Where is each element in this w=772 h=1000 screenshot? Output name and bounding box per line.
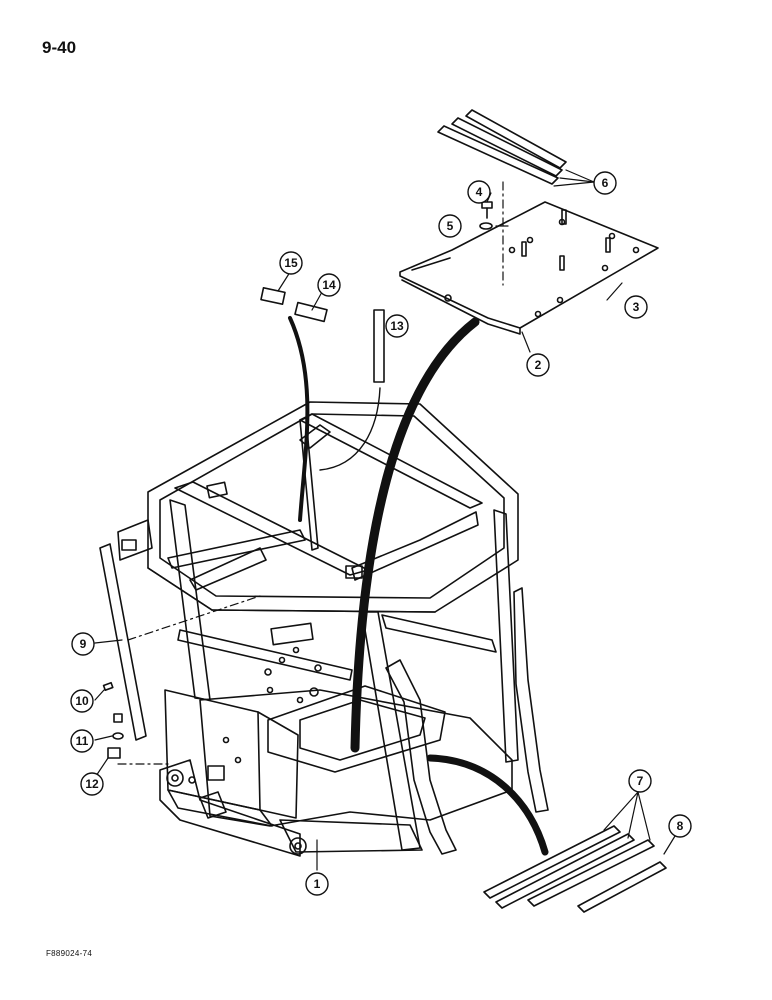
callout-15: 15 bbox=[279, 251, 303, 275]
svg-text:7: 7 bbox=[637, 774, 644, 788]
cab-frame bbox=[117, 401, 549, 857]
page-number: 9-40 bbox=[42, 38, 77, 57]
strips-item-7-8 bbox=[483, 825, 667, 913]
hardware bbox=[102, 201, 493, 759]
svg-text:13: 13 bbox=[390, 319, 404, 333]
callout-14: 14 bbox=[317, 273, 341, 297]
callout-5: 5 bbox=[438, 214, 462, 238]
svg-text:11: 11 bbox=[76, 734, 89, 748]
side-trim-item-9 bbox=[99, 543, 147, 741]
svg-text:15: 15 bbox=[284, 256, 298, 270]
decal-item-15 bbox=[260, 287, 286, 305]
svg-text:1: 1 bbox=[314, 877, 321, 891]
svg-text:8: 8 bbox=[677, 819, 684, 833]
callout-1: 1 bbox=[305, 872, 329, 896]
svg-text:12: 12 bbox=[85, 777, 99, 791]
callout-10: 10 bbox=[70, 689, 94, 713]
callout-2: 2 bbox=[526, 353, 550, 377]
svg-text:5: 5 bbox=[447, 219, 454, 233]
callout-11: 11 bbox=[70, 729, 94, 753]
svg-text:9: 9 bbox=[80, 637, 87, 651]
floor-plate bbox=[399, 201, 659, 335]
svg-text:3: 3 bbox=[633, 300, 640, 314]
leader-bands bbox=[288, 316, 549, 856]
callouts: 1 2 3 4 5 6 7 8 9 10 11 12 13 14 15 bbox=[70, 171, 692, 896]
figure-id: F889024-74 bbox=[46, 949, 93, 958]
callout-13: 13 bbox=[385, 314, 409, 338]
svg-text:14: 14 bbox=[322, 278, 336, 292]
svg-text:4: 4 bbox=[476, 185, 483, 199]
callout-12: 12 bbox=[80, 772, 104, 796]
strips-item-6 bbox=[437, 109, 567, 185]
callout-6: 6 bbox=[593, 171, 617, 195]
callout-9: 9 bbox=[71, 632, 95, 656]
svg-text:2: 2 bbox=[535, 358, 542, 372]
svg-text:6: 6 bbox=[602, 176, 609, 190]
callout-3: 3 bbox=[624, 295, 648, 319]
leader-lines bbox=[91, 169, 676, 871]
callout-8: 8 bbox=[668, 814, 692, 838]
svg-text:10: 10 bbox=[75, 694, 89, 708]
callout-4: 4 bbox=[467, 180, 491, 204]
decal-item-14 bbox=[294, 301, 328, 323]
decal-item-13 bbox=[373, 309, 385, 383]
callout-7: 7 bbox=[628, 769, 652, 793]
